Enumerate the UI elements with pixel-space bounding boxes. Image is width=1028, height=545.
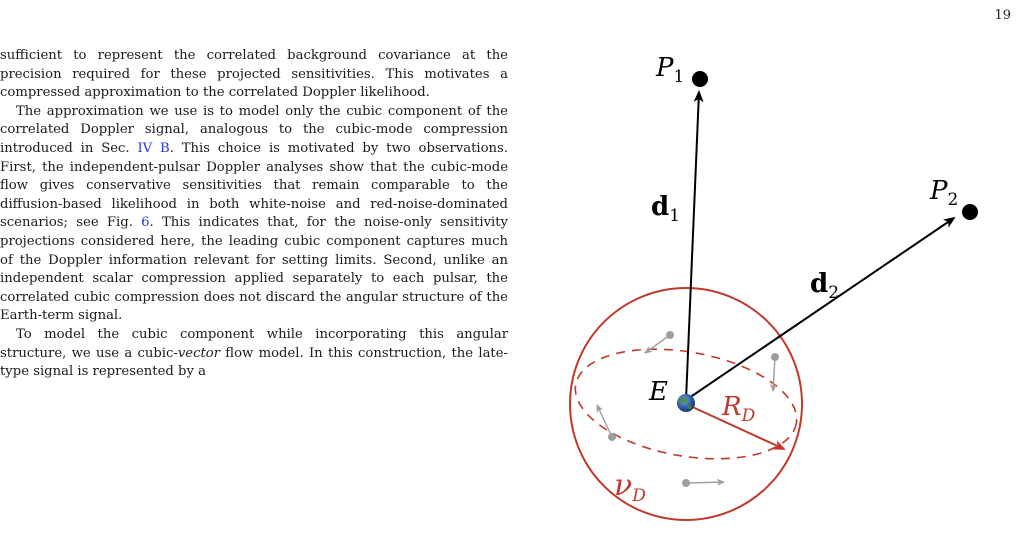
paragraph-3: To model the cubic component while incor… [0, 326, 508, 382]
label-d1: d1 [651, 192, 680, 226]
vector-d2 [685, 216, 956, 401]
paragraph-3-emphasis: vector [177, 345, 221, 361]
paragraph-3-text-a: To model the cubic component while incor… [0, 326, 508, 361]
label-volume: νD [614, 468, 646, 506]
vector-d1 [685, 90, 704, 401]
label-earth: E [648, 377, 668, 407]
paragraph-2: The approximation we use is to model onl… [0, 103, 508, 326]
velocity-arrows [596, 331, 779, 487]
label-d2: d2 [810, 269, 839, 303]
label-volume-subscript: D [631, 486, 646, 506]
label-p2-subscript: 2 [948, 190, 959, 210]
paragraph-1: sufficient to represent the correlated b… [0, 48, 508, 101]
pulsar-1-dot [692, 71, 708, 87]
label-radius-subscript: D [741, 406, 756, 426]
paragraph-2-text-a: The approximation we use is to model onl… [0, 103, 508, 156]
label-p1-subscript: 1 [674, 67, 685, 87]
radius-arrow [685, 403, 786, 450]
label-p2: P2 [929, 176, 958, 210]
earth-icon [677, 394, 695, 412]
paragraph-2-text-c: . This indicates that, for the noise-onl… [0, 215, 508, 324]
label-d1-subscript: 1 [669, 206, 680, 226]
label-radius: RD [721, 392, 756, 426]
sphere-boundary [569, 287, 803, 521]
paragraph-3-text-b: flow model. In this construction, the la… [0, 345, 508, 380]
text-column: sufficient to represent the correlated b… [0, 47, 508, 382]
page-number: 19 [994, 8, 1011, 23]
label-p1: P1 [655, 53, 684, 87]
pulsar-2-dot [962, 204, 978, 220]
sphere-equator-dashed [574, 348, 798, 460]
figure-reference-link[interactable]: 6 [141, 215, 150, 231]
label-d2-subscript: 2 [828, 283, 839, 303]
paragraph-2-text-b: . This choice is motivated by two observ… [0, 140, 508, 231]
section-reference-link[interactable]: IV B [137, 140, 170, 156]
